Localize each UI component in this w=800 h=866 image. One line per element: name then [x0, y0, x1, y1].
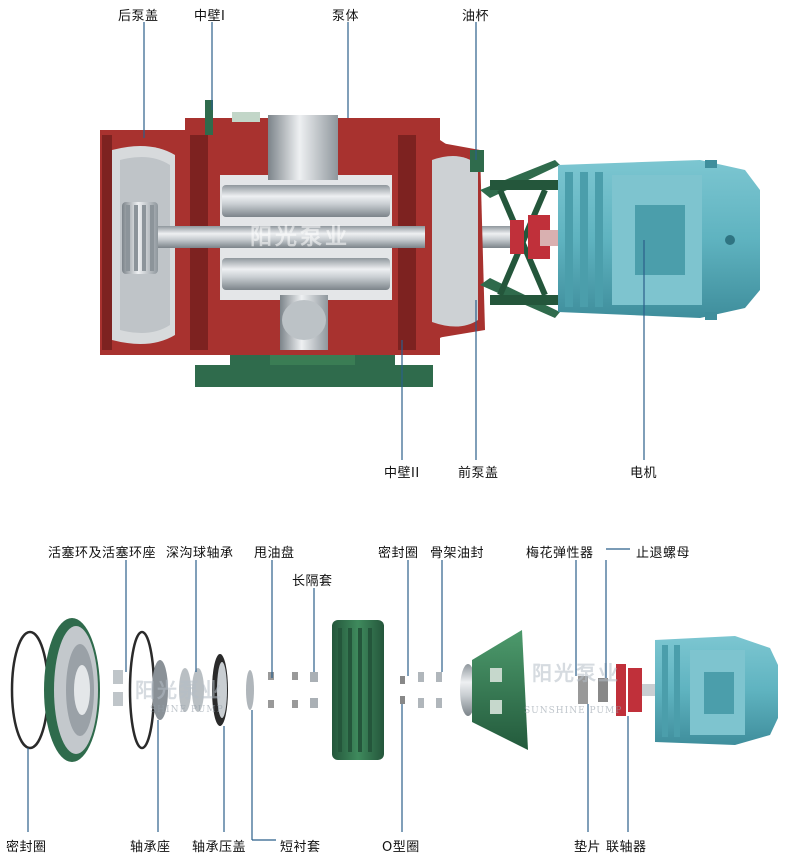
label-piston-ring: 活塞环及活塞环座 — [48, 546, 157, 561]
label-plum-coupling: 梅花弹性器 — [526, 546, 594, 561]
coupling-parts — [578, 664, 642, 716]
label-mid-wall-1: 中壁I — [194, 9, 226, 24]
rear-cover-part — [44, 618, 100, 762]
label-bearing-cover: 轴承压盖 — [192, 840, 247, 855]
label-rear-cover: 后泵盖 — [118, 9, 159, 24]
coupling-top — [510, 215, 564, 259]
label-pump-body: 泵体 — [332, 9, 360, 24]
motor-bracket — [480, 160, 560, 318]
label-bearing-seat: 轴承座 — [130, 840, 171, 855]
label-front-cover: 前泵盖 — [458, 466, 499, 481]
seal-ring-part — [10, 630, 50, 750]
front-pump-cover — [425, 140, 485, 340]
bracket-part — [472, 630, 528, 750]
label-oil-cup: 油杯 — [462, 9, 490, 24]
label-motor: 电机 — [630, 466, 658, 481]
main-shaft — [150, 226, 510, 248]
bottom-watermark-2: 阳光泵业 — [532, 661, 620, 685]
exploded-view: 阳光泵业 SHINE PUMP 阳光泵业 SUNSHINE PUMP — [10, 618, 778, 762]
bottom-watermark-1: 阳光泵业 — [135, 678, 223, 702]
timing-gear — [122, 202, 158, 274]
label-seal-ring-bottom: 密封圈 — [6, 840, 47, 855]
motor — [558, 160, 760, 320]
motor-part — [642, 636, 778, 745]
top-leader-lines — [143, 22, 645, 460]
label-lock-nut: 止退螺母 — [636, 546, 691, 561]
pump-casing-part — [332, 620, 384, 760]
bottom-watermark-1-sub: SHINE PUMP — [150, 705, 224, 715]
label-mid-wall-2: 中壁II — [384, 466, 420, 481]
label-long-spacer: 长隔套 — [292, 574, 333, 589]
label-o-ring: O型圈 — [382, 840, 420, 855]
label-seal-ring-top: 密封圈 — [378, 546, 419, 561]
bottom-watermark-2-sub: SUNSHINE PUMP — [524, 706, 622, 716]
top-sectional-view: 阳光泵业 — [100, 100, 760, 387]
bearing-seat-part — [113, 630, 168, 750]
label-deep-groove-bearing: 深沟球轴承 — [166, 546, 234, 561]
spacer-parts — [246, 670, 318, 710]
label-gasket: 垫片 — [574, 840, 602, 855]
label-coupling: 联轴器 — [606, 840, 647, 855]
top-watermark: 阳光泵业 — [250, 225, 350, 250]
label-short-spacer: 短衬套 — [280, 840, 321, 855]
bottom-leader-lines — [27, 548, 630, 841]
o-ring-parts — [400, 664, 476, 716]
bearing-part — [179, 654, 228, 726]
label-skeleton-seal: 骨架油封 — [430, 546, 485, 561]
label-oil-slinger: 甩油盘 — [254, 546, 295, 561]
